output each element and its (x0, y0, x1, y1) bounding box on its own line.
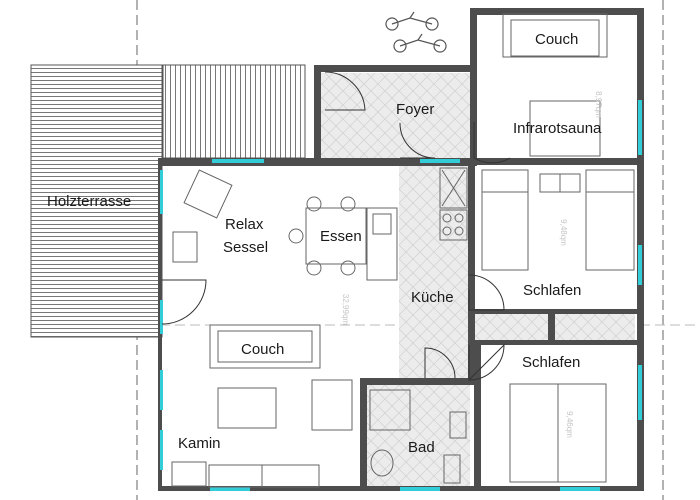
area-label-bedroom-1: 9,48qm (558, 219, 568, 246)
area-label-sauna: 8,97qm (593, 91, 603, 118)
room-label-infrarotsauna: Infrarotsauna (513, 120, 602, 137)
room-label-kamin: Kamin (178, 435, 221, 452)
windows (160, 100, 642, 491)
bike-icon (385, 11, 447, 53)
doors (161, 71, 511, 382)
area-label-bedroom-2: 9,46qm (564, 411, 574, 438)
kitchen-floor (399, 166, 468, 380)
room-label-schlafen-2: Schlafen (522, 354, 581, 371)
room-label-couch-living: Couch (241, 341, 285, 358)
entrance-deck (162, 64, 306, 159)
room-label-sessel: Sessel (223, 239, 269, 256)
room-label-essen: Essen (320, 228, 362, 245)
room-label-kueche: Küche (411, 289, 454, 306)
holzterrasse-deck (30, 64, 163, 338)
area-label-living: 32,99qm (341, 293, 351, 326)
room-label-couch-sauna: Couch (535, 31, 579, 48)
room-label-relax: Relax (225, 216, 264, 233)
room-label-bad: Bad (408, 439, 435, 456)
room-label-schlafen-1: Schlafen (523, 282, 582, 299)
room-label-holzterrasse: Holzterrasse (47, 193, 132, 210)
foyer-floor (320, 73, 472, 160)
room-label-foyer: Foyer (396, 101, 435, 118)
bad-floor (367, 385, 470, 488)
furniture (171, 13, 635, 488)
